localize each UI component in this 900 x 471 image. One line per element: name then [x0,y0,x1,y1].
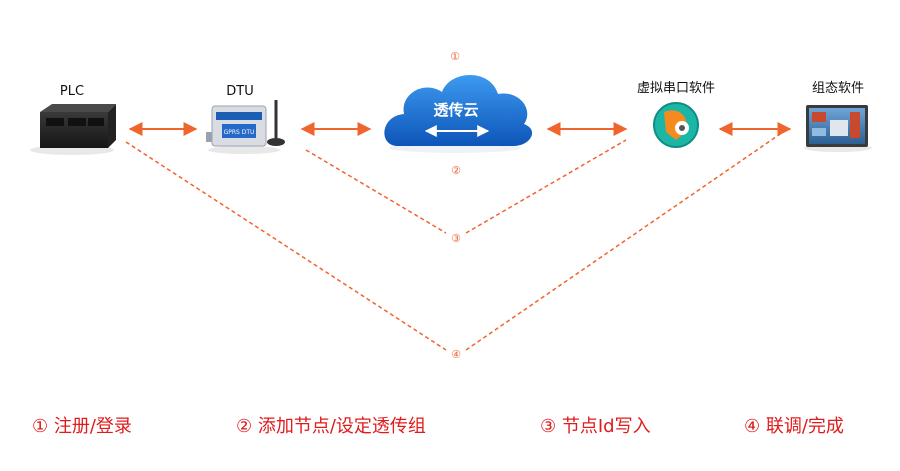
dtu-label: DTU [226,84,253,99]
virtual-serial-software-icon [653,102,699,148]
dashed-plc-to-4 [125,141,447,351]
dtu-device-text: GPRS DTU [224,129,255,136]
marker-3: ③ [451,232,461,245]
scada-label: 组态软件 [812,81,864,96]
cloud-label: 透传云 [433,101,478,119]
scada-monitor-icon [804,105,872,152]
cloud-shape-icon [384,75,533,153]
step-caption-2: ② 添加节点/设定透传组 [236,416,426,437]
marker-4: ④ [451,348,461,361]
plc-device-icon [30,104,116,155]
dashed-4-to-scada [465,129,787,351]
step-caption-4: ④ 联调/完成 [744,416,844,437]
dashed-3-to-serial [465,139,627,234]
marker-1: ① [450,50,460,63]
dashed-dtu-to-3 [305,149,447,234]
virtual-serial-label: 虚拟串口软件 [637,81,715,96]
step-caption-3: ③ 节点Id写入 [540,416,651,437]
plc-label: PLC [60,84,84,99]
step-caption-1: ① 注册/登录 [32,416,132,437]
dtu-device-icon: GPRS DTU [206,100,285,154]
marker-2: ② [451,164,461,177]
